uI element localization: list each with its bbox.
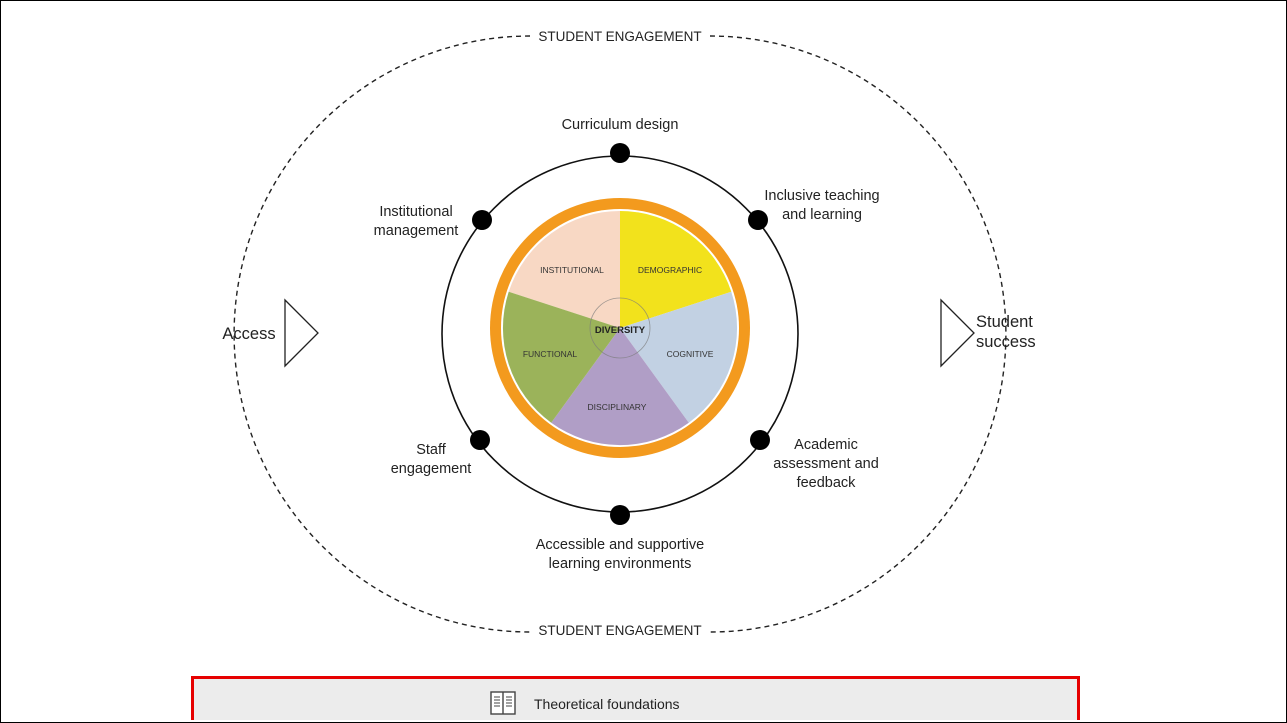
bar-content: Theoretical foundations [488, 689, 680, 719]
success-label-2: success [976, 333, 1036, 351]
success-arrow [940, 298, 975, 368]
node-label-environments-1: Accessible and supportive [536, 537, 704, 553]
segment-label-demographic: DEMOGRAPHIC [638, 265, 702, 275]
node-label-environments-2: learning environments [549, 556, 692, 572]
access-arrow [284, 298, 319, 368]
theoretical-foundations-bar[interactable]: Theoretical foundations [191, 676, 1080, 720]
success-label-1: Student [976, 313, 1033, 331]
top-engagement-label: STUDENT ENGAGEMENT [538, 29, 701, 44]
node-dot-environments [610, 505, 630, 525]
node-dot-staff [470, 430, 490, 450]
node-label-staff-2: engagement [391, 461, 472, 477]
access-label: Access [222, 325, 275, 343]
node-label-assessment-1: Academic [794, 437, 858, 453]
node-label-institutional-2: management [374, 223, 459, 239]
node-label-assessment-2: assessment and [773, 456, 879, 472]
segment-cognitive [620, 291, 738, 423]
segment-functional [502, 291, 620, 423]
node-dot-curriculum [610, 143, 630, 163]
segment-label-institutional: INSTITUTIONAL [540, 265, 604, 275]
segment-institutional [508, 211, 620, 328]
book-icon [490, 691, 516, 715]
theoretical-foundations-label: Theoretical foundations [534, 696, 680, 712]
segment-label-disciplinary: DISCIPLINARY [588, 402, 647, 412]
node-label-staff-1: Staff [416, 442, 447, 458]
node-dot-institutional [472, 210, 492, 230]
node-label-assessment-3: feedback [797, 475, 857, 491]
node-label-curriculum: Curriculum design [562, 117, 679, 133]
node-label-teaching-2: and learning [782, 207, 862, 223]
diversity-center-label: DIVERSITY [595, 325, 646, 336]
segment-label-cognitive: COGNITIVE [667, 349, 714, 359]
diversity-center [589, 297, 651, 359]
segment-demographic [620, 211, 732, 328]
segment-label-functional: FUNCTIONAL [523, 349, 578, 359]
bottom-engagement-label: STUDENT ENGAGEMENT [538, 623, 701, 638]
segment-disciplinary [551, 328, 689, 446]
node-dot-teaching [748, 210, 768, 230]
outer-dashed-ring [233, 35, 1007, 633]
node-label-institutional-1: Institutional [379, 204, 452, 220]
node-dot-assessment [750, 430, 770, 450]
node-label-teaching-1: Inclusive teaching [764, 188, 879, 204]
